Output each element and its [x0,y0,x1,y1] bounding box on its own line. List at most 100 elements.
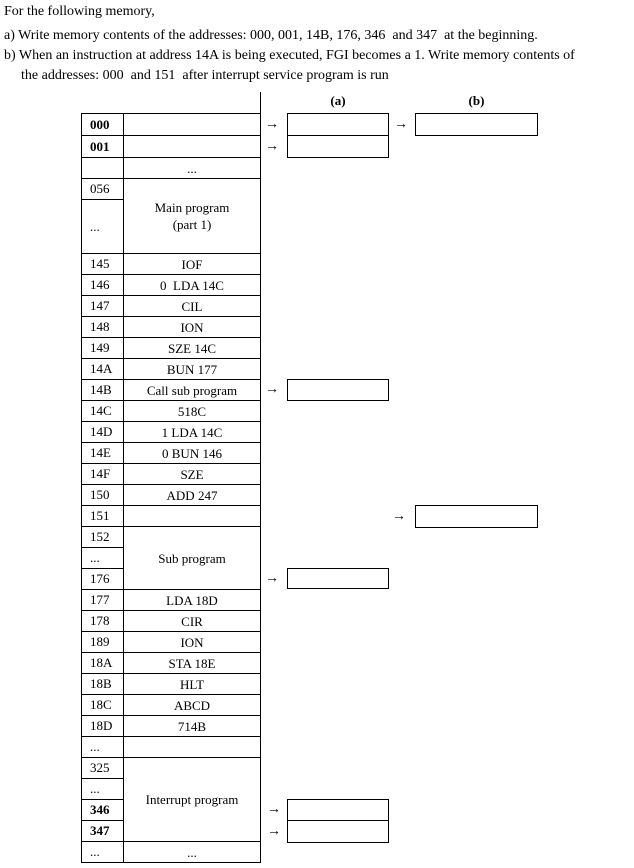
address-cell: 146 [81,274,123,295]
content-cell: ... [123,841,260,862]
memory-group: 056... Main program (part 1) [81,178,260,253]
content-cell: 714B [123,715,260,736]
content-line: Main program [154,200,230,215]
address-cell: 14B [81,379,123,400]
content-cell: CIR [123,610,260,631]
address-cell: 147 [81,295,123,316]
content-cell: Sub program [123,526,260,589]
address-cell: 18D [81,715,123,736]
content-cell: ADD 247 [123,484,260,505]
answer-box-b-000 [415,113,538,136]
content-cell: 0 LDA 14C [123,274,260,295]
content-cell: CIL [123,295,260,316]
content-cell: LDA 18D [123,589,260,610]
question-b-line1: b) When an instruction at address 14A is… [4,48,575,63]
content-cell: IOF [123,253,260,274]
memory-row: ... [81,736,260,757]
answer-box-b-151 [415,505,538,528]
answer-box-a-347 [287,820,389,843]
address-cell [81,157,123,178]
answer-box-a-000 [287,113,389,136]
address-column: 056... [81,178,123,253]
content-cell: HLT [123,673,260,694]
address-cell: 14C [81,400,123,421]
address-cell: 14D [81,421,123,442]
column-label-a: (a) [330,93,346,108]
address-cell: 189 [81,631,123,652]
answer-box-a-001 [287,135,389,158]
address-cell: 151 [81,505,123,526]
content-cell: SZE 14C [123,337,260,358]
address-cell: 000 [81,113,123,135]
memory-row: ...... [81,841,260,862]
content-line: Sub program [158,550,226,566]
column-label-b: (b) [468,93,485,108]
answer-box-a-14B [287,379,389,401]
address-cell: ... [81,547,123,568]
memory-row: 000 [81,113,260,135]
address-cell: 145 [81,253,123,274]
address-cell: 178 [81,610,123,631]
arrow-icon: → [394,116,408,132]
content-cell: Call sub program [123,379,260,400]
arrow-icon: → [265,138,279,154]
address-cell: ... [81,841,123,862]
content-cell [123,113,260,135]
intro-text: For the following memory, [4,4,155,19]
content-cell: 0 BUN 146 [123,442,260,463]
content-cell: ... [123,157,260,178]
address-cell: 148 [81,316,123,337]
content-line: (part 1) [172,217,212,232]
answer-box-a-176 [287,568,389,589]
memory-row: 151 [81,505,260,526]
content-cell: Main program (part 1) [123,178,260,253]
address-cell: 056 [81,178,123,199]
content-cell: BUN 177 [123,358,260,379]
column-divider-line [260,92,261,113]
content-cell [123,505,260,526]
content-cell: Interrupt program [123,757,260,841]
address-cell: ... [81,778,123,799]
question-a: a) Write memory contents of the addresse… [4,28,538,43]
arrow-icon: → [265,382,279,397]
address-cell: 14F [81,463,123,484]
content-cell: ABCD [123,694,260,715]
content-cell: SZE [123,463,260,484]
address-cell: 149 [81,337,123,358]
address-cell: ... [81,736,123,757]
memory-group: 152...176 Sub program [81,526,260,589]
memory-row: ... [81,157,260,178]
address-cell: 177 [81,589,123,610]
address-cell: 176 [81,568,123,589]
content-cell: ION [123,631,260,652]
address-cell: 18C [81,694,123,715]
address-cell: 18A [81,652,123,673]
address-cell: 347 [81,820,123,841]
answer-box-a-346 [287,799,389,821]
memory-row: 001 [81,135,260,157]
arrow-icon: → [265,116,279,132]
question-b-line2: the addresses: 000 and 151 after interru… [21,68,389,83]
address-cell: 152 [81,526,123,547]
address-cell: 346 [81,799,123,820]
